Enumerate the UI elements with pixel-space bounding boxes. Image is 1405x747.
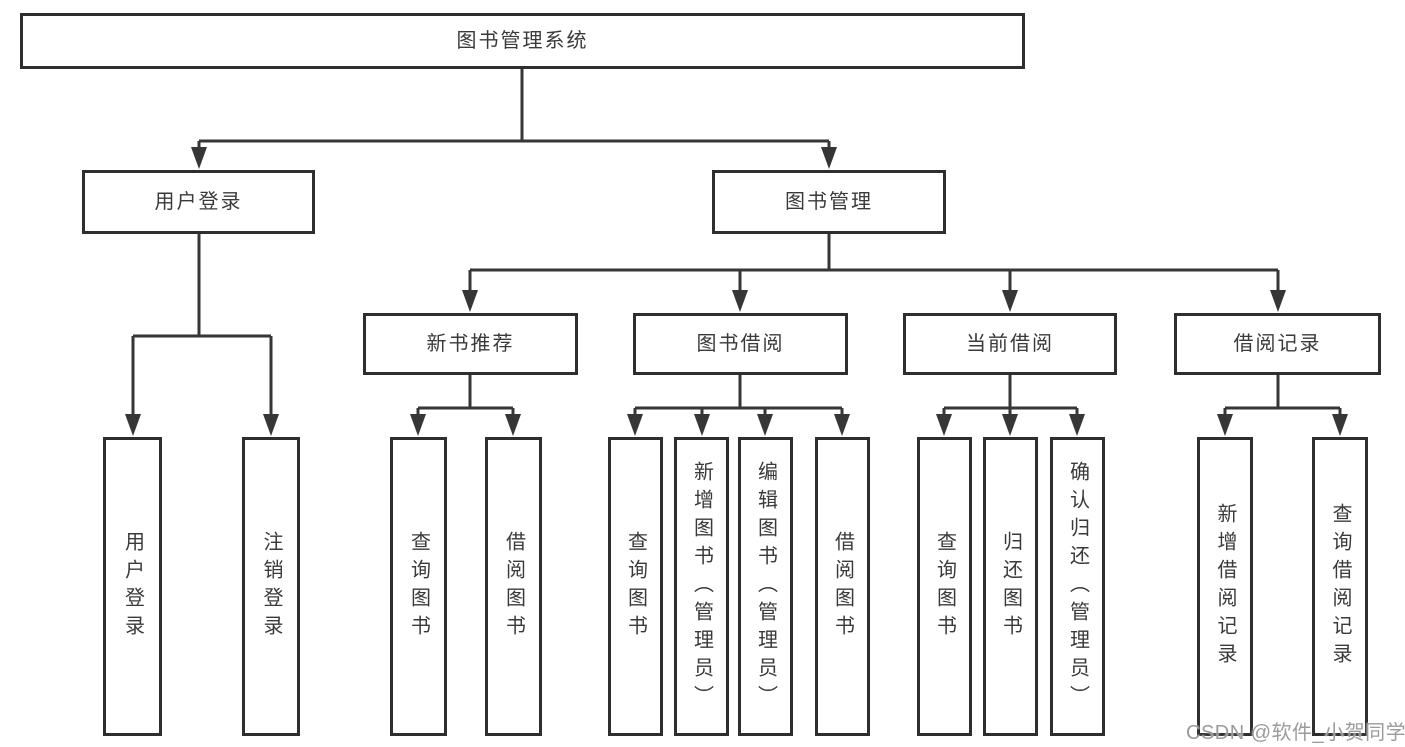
node-leaf-query-borrow-record: 查询借阅记录: [1312, 437, 1368, 736]
node-leaf-edit-books-admin: 编辑图书（管理员）: [738, 437, 793, 736]
node-leaf-query-books-3: 查询图书: [917, 437, 972, 736]
node-borrowing-records: 借阅记录: [1174, 313, 1381, 375]
node-current-borrowing: 当前借阅: [903, 313, 1117, 375]
connector-borrowrecords-to-leaves: [1223, 375, 1342, 420]
connector-bookmgmt-to-level3: [468, 234, 1280, 296]
node-book-borrowing: 图书借阅: [633, 313, 848, 375]
node-leaf-query-books-2: 查询图书: [608, 437, 663, 736]
connector-bookborrow-to-leaves: [633, 375, 844, 420]
node-leaf-return-books: 归还图书: [983, 437, 1038, 736]
node-leaf-borrow-books-2: 借阅图书: [815, 437, 870, 736]
connector-root-to-level2: [197, 69, 831, 152]
node-leaf-query-books-1: 查询图书: [390, 437, 447, 736]
node-leaf-confirm-return-admin: 确认归还（管理员）: [1050, 437, 1105, 736]
node-leaf-add-books-admin: 新增图书（管理员）: [674, 437, 729, 736]
node-leaf-logout: 注销登录: [242, 437, 300, 736]
node-leaf-borrow-books-1: 借阅图书: [485, 437, 542, 736]
connector-newbooks-to-leaves: [416, 375, 515, 420]
connector-currentborrow-to-leaves: [942, 375, 1079, 420]
node-book-management: 图书管理: [712, 170, 946, 234]
csdn-watermark: CSDN @软件_小贺同学: [1186, 722, 1405, 744]
node-user-login: 用户登录: [82, 170, 315, 234]
node-new-book-recommend: 新书推荐: [363, 313, 578, 375]
connector-userlogin-to-leaves: [131, 233, 273, 420]
node-library-system: 图书管理系统: [20, 13, 1025, 69]
arrowheads: [125, 147, 1348, 436]
node-leaf-user-login: 用户登录: [103, 437, 162, 736]
node-leaf-add-borrow-record: 新增借阅记录: [1197, 437, 1253, 736]
